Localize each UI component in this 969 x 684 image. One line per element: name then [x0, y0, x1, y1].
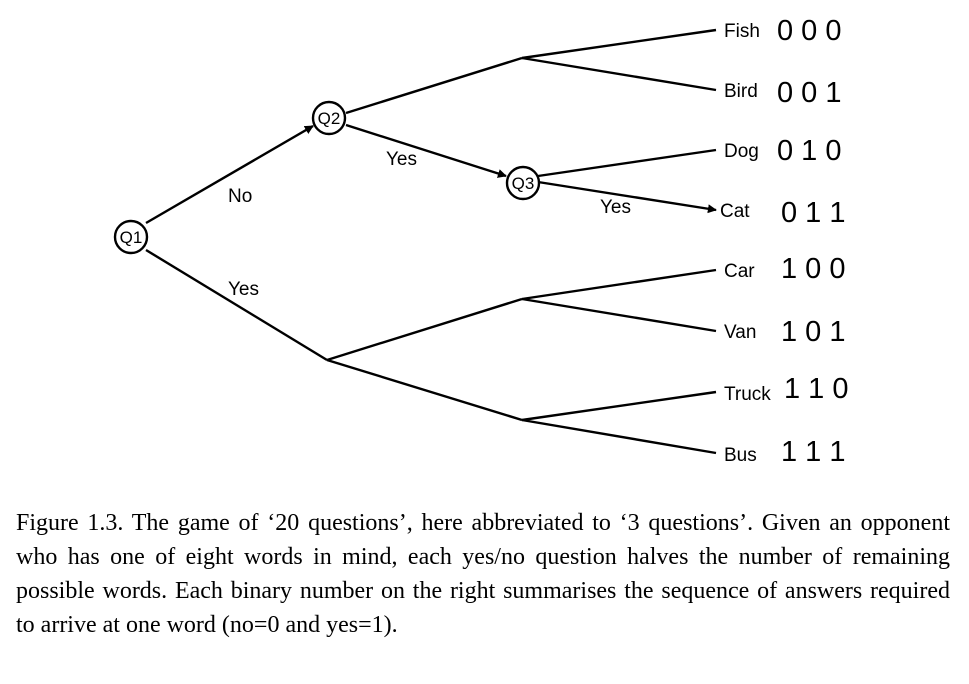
- figure-caption: Figure 1.3. The game of ‘20 questions’, …: [16, 510, 950, 638]
- leaf-code-bus: 1 1 1: [781, 436, 846, 468]
- leaf-word-cat: Cat: [720, 201, 750, 222]
- edge-q2-upper-branch: [345, 56, 523, 115]
- node-q1-label: Q1: [120, 228, 143, 247]
- leaf-code-dog: 0 1 0: [777, 135, 842, 167]
- edge-to-fish: [521, 28, 717, 60]
- edge-q1-yes-branch: [145, 248, 328, 362]
- edge-q1-q2-no: [145, 124, 314, 225]
- node-q3: Q3: [505, 165, 541, 201]
- node-q2: Q2: [311, 100, 347, 136]
- edge-yes-upper: [326, 297, 523, 362]
- leaf-code-cat: 0 1 1: [781, 197, 846, 229]
- leaf-word-dog: Dog: [724, 141, 759, 162]
- edge-label-q1-no: No: [228, 186, 252, 207]
- edge-q2-q3-yes: [345, 123, 507, 178]
- edge-q3-cat-yes: [537, 180, 717, 214]
- edge-label-q1-yes: Yes: [228, 279, 259, 300]
- edge-to-van: [521, 297, 717, 333]
- node-q1: Q1: [113, 219, 149, 255]
- leaf-code-car: 1 0 0: [781, 253, 846, 285]
- edge-to-car: [521, 268, 717, 301]
- edge-label-q2-yes: Yes: [386, 149, 417, 170]
- edge-to-truck: [521, 390, 717, 422]
- leaf-code-van: 1 0 1: [781, 316, 846, 348]
- leaf-code-fish: 0 0 0: [777, 15, 842, 47]
- leaf-word-car: Car: [724, 261, 755, 282]
- leaf-word-bird: Bird: [724, 81, 758, 102]
- leaf-word-bus: Bus: [724, 445, 757, 466]
- edge-to-bus: [521, 418, 717, 455]
- leaf-code-truck: 1 1 0: [784, 373, 849, 405]
- node-q2-label: Q2: [318, 109, 341, 128]
- decision-tree-diagram: Q1 Q2 Q3 No Yes Yes Yes Fish Bird Dog Ca…: [113, 15, 849, 468]
- leaf-word-van: Van: [724, 322, 756, 343]
- leaf-word-fish: Fish: [724, 21, 760, 42]
- leaf-code-bird: 0 0 1: [777, 77, 842, 109]
- edge-yes-lower: [326, 358, 523, 422]
- edge-to-bird: [521, 56, 717, 92]
- node-q3-label: Q3: [512, 174, 535, 193]
- leaf-word-truck: Truck: [724, 384, 771, 405]
- edge-label-q3-yes: Yes: [600, 197, 631, 218]
- edge-to-dog: [537, 148, 717, 178]
